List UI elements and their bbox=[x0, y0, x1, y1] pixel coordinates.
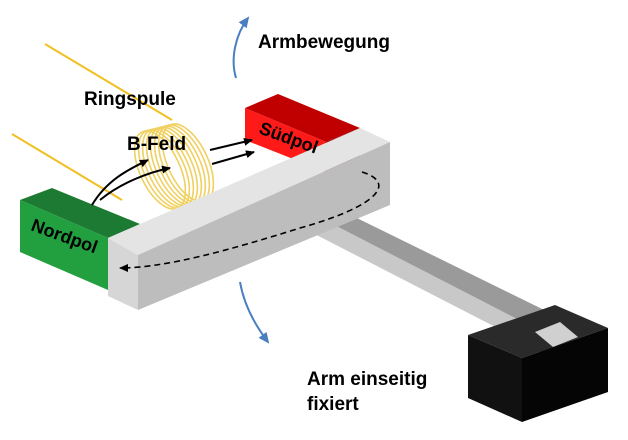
coil-label: Ringspule bbox=[84, 89, 176, 110]
arm-motion-label: Armbewegung bbox=[258, 32, 390, 53]
arm-fixed-label-line1: Arm einseitig bbox=[307, 369, 427, 390]
field-arrows bbox=[91, 137, 255, 206]
flux-loop-arrow bbox=[119, 171, 380, 272]
arm-motion-down-arrow bbox=[239, 281, 270, 344]
coil-lead-wires bbox=[11, 43, 173, 201]
arm-motion-up-arrow bbox=[232, 16, 250, 79]
arm-fixed-label-line2: fixiert bbox=[307, 394, 359, 415]
arm-tip bbox=[535, 322, 578, 347]
crossbar bbox=[108, 128, 390, 310]
north-pole-magnet bbox=[20, 188, 140, 290]
field-label: B-Feld bbox=[127, 134, 186, 155]
arm-motion-arrows bbox=[232, 16, 270, 344]
